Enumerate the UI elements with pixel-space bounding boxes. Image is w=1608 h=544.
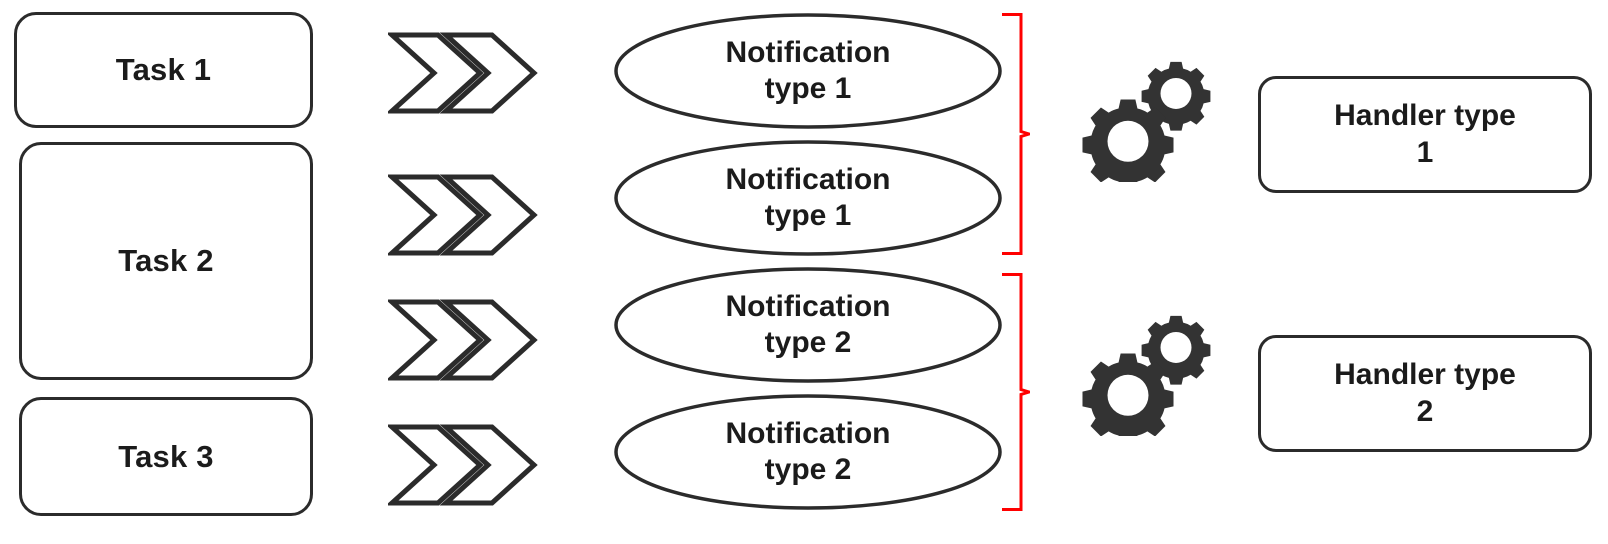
handler-box-2[interactable]: Handler type 2 <box>1258 335 1592 452</box>
double-chevron-right-icon-3 <box>388 298 538 382</box>
task-box-3[interactable]: Task 3 <box>19 397 313 516</box>
notification-ellipse-1[interactable]: Notification type 1 <box>613 12 1003 130</box>
double-chevron-right-icon-2 <box>388 173 538 257</box>
notification-ellipse-4[interactable]: Notification type 2 <box>613 393 1003 511</box>
handler-label: Handler type 1 <box>1334 98 1516 169</box>
group-bracket-1 <box>994 12 1030 256</box>
handler-box-1[interactable]: Handler type 1 <box>1258 76 1592 193</box>
task-label: Task 2 <box>118 243 214 279</box>
task-box-1[interactable]: Task 1 <box>14 12 313 128</box>
gears-icon-1 <box>1073 58 1217 182</box>
notification-ellipse-2[interactable]: Notification type 1 <box>613 139 1003 257</box>
handler-label: Handler type 2 <box>1334 357 1516 428</box>
group-bracket-2 <box>994 272 1030 512</box>
gears-icon-2 <box>1073 312 1217 436</box>
double-chevron-right-icon-4 <box>388 423 538 507</box>
task-label: Task 1 <box>115 52 212 88</box>
double-chevron-right-icon-1 <box>388 31 538 115</box>
task-label: Task 3 <box>118 438 214 474</box>
task-box-2[interactable]: Task 2 <box>19 142 313 380</box>
notification-ellipse-3[interactable]: Notification type 2 <box>613 266 1003 384</box>
